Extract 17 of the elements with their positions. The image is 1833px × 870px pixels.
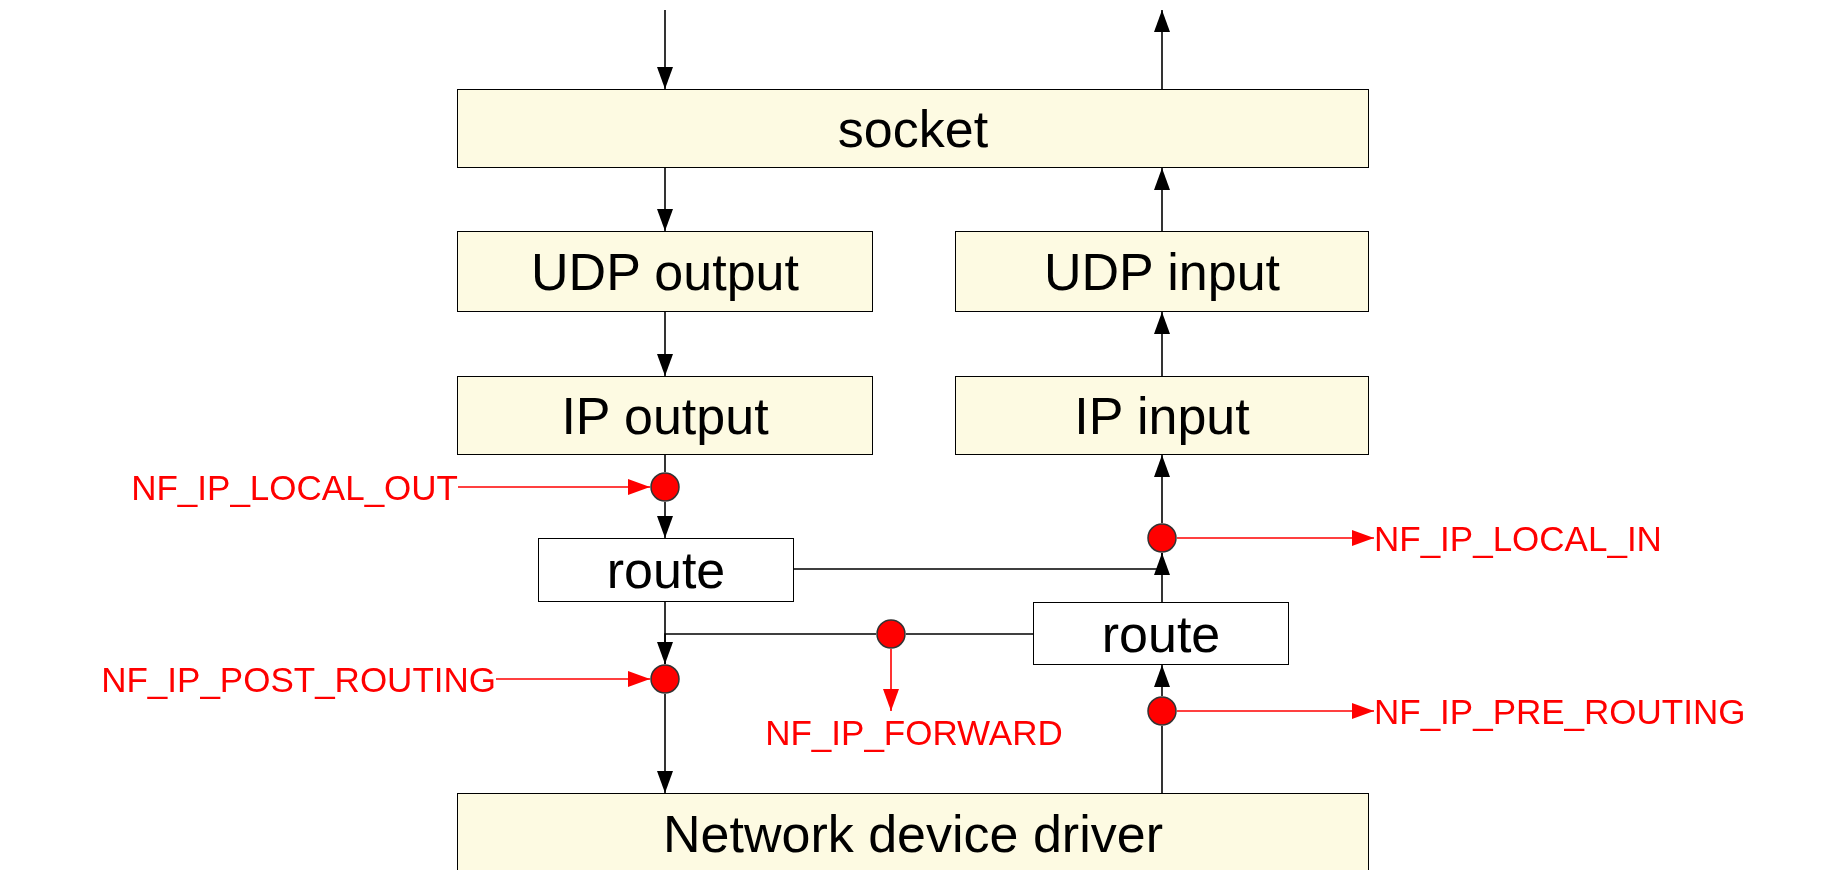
route-box [538, 538, 794, 602]
box-label: Network device driver [663, 808, 1163, 860]
box-label: route [1101, 607, 1221, 660]
hook-label: NF_IP_FORWARD [729, 711, 1099, 753]
process-box [457, 376, 873, 455]
process-box [457, 231, 873, 312]
hook-label: NF_IP_LOCAL_IN [1374, 517, 1794, 559]
process-box [955, 376, 1369, 455]
route-box [1033, 602, 1289, 665]
box-label: socket [837, 102, 989, 155]
hook-label: NF_IP_PRE_ROUTING [1374, 690, 1829, 732]
process-box [457, 793, 1369, 870]
process-box [457, 89, 1369, 168]
hook-label: NF_IP_LOCAL_OUT [58, 466, 458, 508]
box-label: route [606, 544, 726, 596]
process-box [955, 231, 1369, 312]
hook-label: NF_IP_POST_ROUTING [6, 658, 496, 700]
